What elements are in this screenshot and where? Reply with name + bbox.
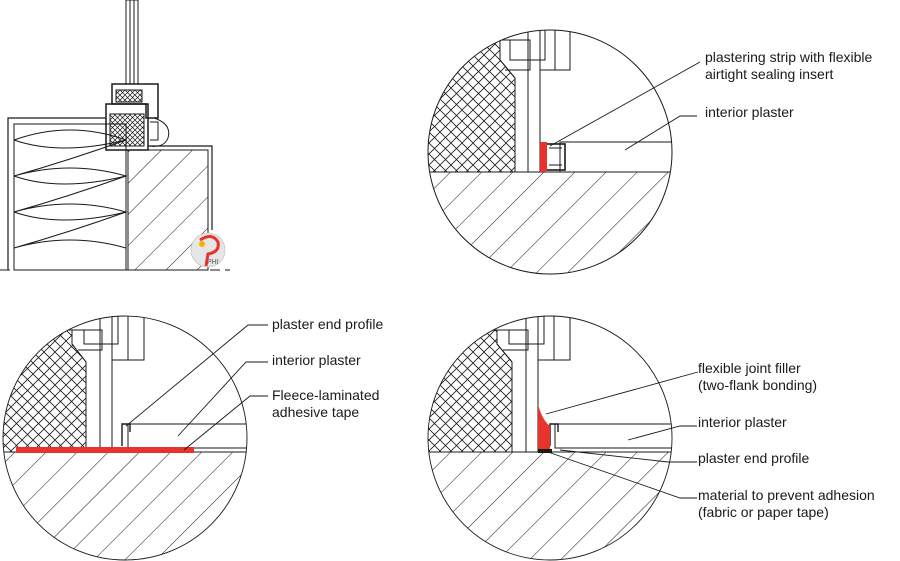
label-interior-plaster: interior plaster	[272, 352, 361, 368]
interior-plaster	[559, 141, 672, 173]
leader-plaster	[624, 115, 697, 151]
label-adhesion-line2: (fabric or paper tape)	[698, 504, 829, 520]
detail-adhesive-tape: plaster end profile interior plaster Fle…	[2, 315, 384, 561]
leader-end-profile	[125, 324, 268, 427]
leader-adhesion	[547, 451, 697, 499]
detail-joint-filler: flexible joint filler (two-flank bonding…	[427, 315, 875, 561]
leader-sealing-strip	[549, 61, 701, 147]
label-joint-filler-line1: flexible joint filler	[698, 360, 801, 376]
window-profile	[525, 316, 539, 453]
label-joint-filler-line2: (two-flank bonding)	[698, 377, 817, 393]
label-interior-plaster: interior plaster	[705, 104, 794, 120]
window-frame	[105, 103, 149, 151]
adhesive-tape-red	[16, 447, 194, 453]
label-end-profile: plaster end profile	[698, 450, 810, 466]
masonry-hatch	[3, 451, 247, 560]
label-tape-line2: adhesive tape	[272, 404, 359, 420]
leader-end-profile	[559, 449, 697, 463]
leader-joint-filler	[545, 371, 699, 415]
logo-text: PHI	[207, 259, 219, 266]
label-interior-plaster: interior plaster	[698, 414, 787, 430]
masonry-hatch	[428, 171, 672, 274]
airtight-seal-red	[540, 142, 547, 172]
label-end-profile: plaster end profile	[272, 316, 384, 332]
adhesion-stop-tape	[538, 449, 552, 453]
masonry-hatch	[428, 451, 672, 560]
interior-plaster	[127, 423, 247, 449]
phi-logo-icon: PHI	[190, 232, 226, 268]
frame-crosshatch	[428, 329, 513, 453]
label-sealing-strip-line1: plastering strip with flexible	[705, 49, 873, 65]
detail-sealing-strip: plastering strip with flexible airtight …	[427, 29, 873, 275]
glazing	[125, 0, 139, 85]
label-tape-line1: Fleece-laminated	[272, 387, 379, 403]
window-profile	[527, 30, 541, 173]
insulation-layer	[13, 123, 127, 271]
overview-section	[0, 0, 230, 271]
leader-tape	[183, 395, 268, 451]
leader-plaster	[627, 425, 697, 441]
frame-crosshatch	[428, 30, 516, 173]
joint-filler-red	[538, 404, 550, 450]
label-adhesion-line1: material to prevent adhesion	[698, 487, 875, 503]
label-sealing-strip-line2: airtight sealing insert	[705, 66, 834, 82]
leader-plaster	[177, 361, 268, 437]
